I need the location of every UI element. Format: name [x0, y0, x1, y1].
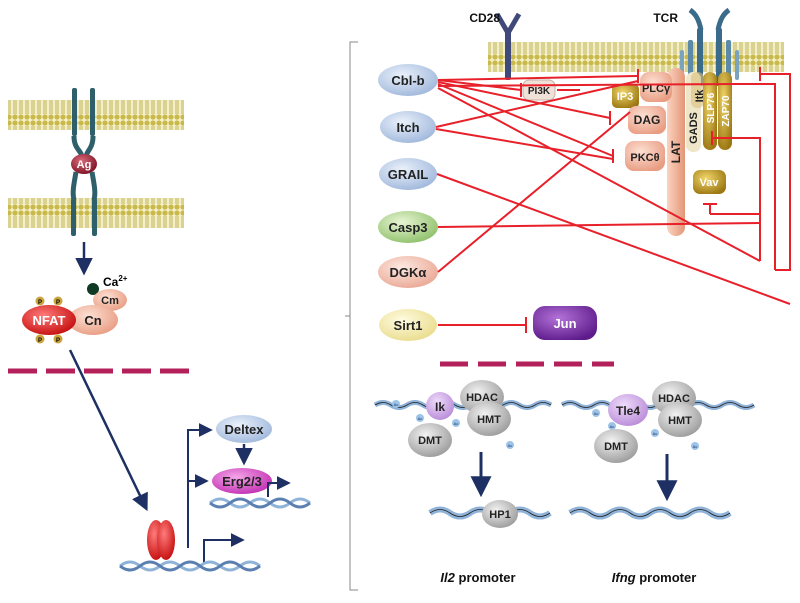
svg-text:Ac: Ac: [693, 444, 698, 449]
grail-label: GRAIL: [388, 167, 429, 182]
plcg-label: PLCγ: [642, 83, 671, 95]
svg-text:Ac: Ac: [508, 443, 513, 448]
tcell-membrane-right: [488, 42, 784, 72]
cblb-label: Cbl-b: [391, 73, 424, 88]
jun-shape: [533, 306, 597, 340]
pkct-shape: [625, 141, 665, 171]
grail-shape: [379, 158, 437, 190]
il2-dmt-shape: [408, 423, 452, 457]
tcr-receptor: [680, 7, 739, 86]
phospho-groups: P P P P: [35, 296, 63, 344]
svg-text:Ac: Ac: [454, 421, 459, 426]
itk-shape: [691, 72, 704, 108]
hp1-label: HP1: [489, 509, 510, 521]
panel-bracket: [349, 41, 358, 591]
hp1-shape: [482, 500, 518, 528]
deltex-label: Deltex: [224, 422, 264, 437]
dag-shape: [628, 106, 666, 134]
pi3k-label: PI3K: [528, 86, 551, 97]
il2-hdac-label: HDAC: [466, 392, 498, 404]
zap70-shape: [718, 72, 732, 150]
sirt1-label: Sirt1: [394, 318, 423, 333]
tle4-label: Tle4: [616, 404, 640, 418]
ip3-label: IP3: [617, 91, 634, 103]
antigen-shape: [71, 154, 97, 174]
svg-text:P: P: [38, 300, 42, 306]
ifng-promoter-label: Ifng promoter: [612, 570, 697, 585]
ifng-dmt-shape: [594, 429, 638, 463]
gads-label: GADS: [688, 112, 700, 144]
calcium-label: Ca2+: [103, 274, 128, 289]
svg-text:Ac: Ac: [653, 431, 658, 436]
dgka-label: DGKα: [390, 265, 427, 280]
ifng-hmt-label: HMT: [668, 415, 692, 427]
deltex-shape: [216, 415, 272, 443]
ifng-hdac-label: HDAC: [658, 393, 690, 405]
ip3-shape: [612, 84, 639, 108]
il2-dmt-label: DMT: [418, 435, 442, 447]
il2-complex: Ac Ac Ac Ac Ik HDAC HMT DMT HP1: [373, 380, 553, 528]
calcineurin-shape: [68, 305, 118, 335]
svg-text:Ac: Ac: [394, 402, 399, 407]
left-panel: Ag Ca2+ Cm Cn NFAT P P P P: [8, 88, 311, 572]
il2-hmt-shape: [467, 402, 511, 436]
casp3-label: Casp3: [388, 220, 427, 235]
il2-hmt-label: HMT: [477, 414, 501, 426]
ifng-dmt-label: DMT: [604, 441, 628, 453]
ifng-complex: Ac Ac Ac Ac Tle4 HDAC HMT DMT: [560, 381, 756, 520]
svg-text:P: P: [38, 338, 42, 344]
svg-text:Ac: Ac: [418, 416, 423, 421]
nfat-label: NFAT: [33, 313, 66, 328]
nfat-dna-complex: [147, 520, 175, 560]
itch-shape: [380, 111, 436, 143]
calcineurin-label: Cn: [84, 313, 101, 328]
antigen-label: Ag: [77, 159, 92, 171]
cd28-label: CD28: [469, 11, 500, 25]
casp3-shape: [378, 211, 438, 243]
inhibition-lines: [435, 67, 791, 333]
erg-label: Erg2/3: [222, 474, 262, 489]
jun-label: Jun: [553, 316, 576, 331]
dgka-shape: [378, 256, 438, 288]
zap70-label: ZAP70: [721, 95, 732, 127]
apc-membrane: [8, 100, 184, 130]
calmodulin-shape: [93, 289, 127, 311]
svg-text:P: P: [56, 300, 60, 306]
right-panel: CD28 TCR LAT GADS Itk SLP76 ZAP70 PLCγ P…: [373, 7, 791, 585]
tcr-label: TCR: [653, 11, 678, 25]
lat-label: LAT: [669, 140, 683, 163]
slp76-label: SLP76: [706, 92, 717, 123]
dag-label: DAG: [634, 113, 661, 127]
calmodulin-label: Cm: [101, 295, 119, 307]
plcg-shape: [640, 72, 672, 102]
erg-shape: [212, 468, 272, 494]
itch-label: Itch: [396, 120, 419, 135]
svg-text:Ac: Ac: [594, 411, 599, 416]
slp76-shape: [703, 72, 717, 150]
vav-label: Vav: [700, 177, 720, 189]
tcr-left: [70, 171, 98, 236]
cd28-receptor: [494, 12, 522, 80]
mhc-molecule: [71, 88, 96, 159]
cblb-shape: [378, 64, 438, 96]
ik-shape: [426, 392, 454, 420]
svg-text:Ac: Ac: [610, 424, 615, 429]
lat-shape: [667, 68, 685, 236]
tle4-shape: [608, 394, 648, 426]
ifng-hmt-shape: [658, 403, 702, 437]
il2-promoter-label: Il2 promoter: [440, 570, 515, 585]
ik-label: Ik: [435, 400, 445, 414]
svg-text:P: P: [56, 338, 60, 344]
calcium-ion: [87, 283, 99, 295]
gene-output-arrows: [187, 423, 291, 564]
sirt1-shape: [379, 309, 437, 341]
arrow-nfat-to-nucleus: [68, 349, 148, 512]
pkct-label: PKCθ: [630, 152, 659, 164]
nfat-shape: [22, 305, 76, 335]
vav-shape: [693, 170, 726, 194]
dna-strands-left: [119, 497, 311, 572]
